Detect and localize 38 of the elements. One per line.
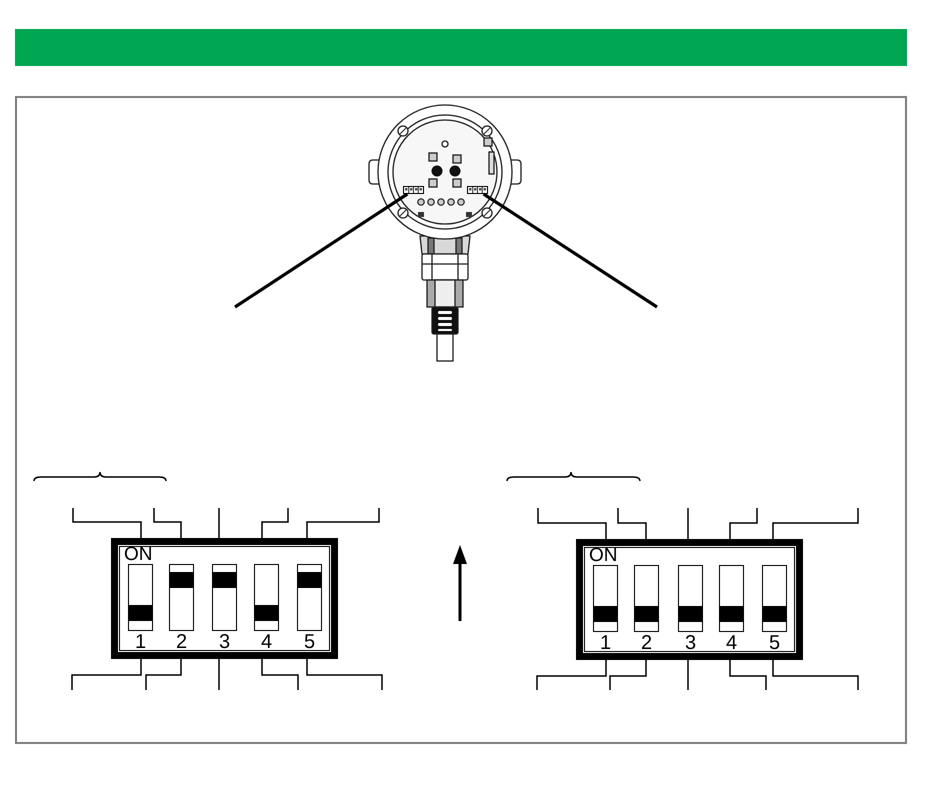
leader-line (482, 192, 658, 308)
switch-number: 4 (726, 633, 738, 653)
leader-line (687, 660, 689, 690)
leader-line (218, 659, 220, 690)
switch-number: 1 (134, 632, 146, 652)
leader-line (536, 660, 607, 690)
leader-line (617, 508, 647, 539)
leader-line (772, 660, 859, 690)
on-label: ON (124, 545, 152, 564)
switch-number: 5 (768, 633, 780, 653)
dip-switch-housing (576, 539, 803, 660)
leader-line (687, 508, 689, 539)
leader-line (71, 659, 142, 690)
switch-number: 2 (640, 633, 652, 653)
switch-number: 4 (260, 632, 272, 652)
leader-line (772, 508, 859, 539)
leader-line (218, 508, 220, 538)
leader-line (306, 659, 383, 690)
terminal-block (467, 186, 488, 194)
on-label: ON (589, 546, 618, 565)
leader-line (145, 659, 182, 690)
leader-line (234, 192, 408, 308)
leader-line (153, 508, 182, 538)
leader-line (537, 508, 607, 539)
switch-number: 3 (684, 633, 696, 653)
leader-line (72, 508, 142, 538)
leader-line (306, 508, 380, 538)
leader-line (729, 508, 758, 539)
dip-switch-housing (111, 538, 338, 659)
leader-line (261, 659, 299, 690)
switch-number: 1 (600, 633, 612, 653)
leader-line (609, 660, 647, 690)
leader-line (261, 508, 289, 538)
switch-number: 2 (176, 632, 188, 652)
switch-number: 5 (304, 632, 316, 652)
leader-line (729, 660, 767, 690)
terminal-block (403, 186, 424, 194)
switch-number: 3 (218, 632, 230, 652)
